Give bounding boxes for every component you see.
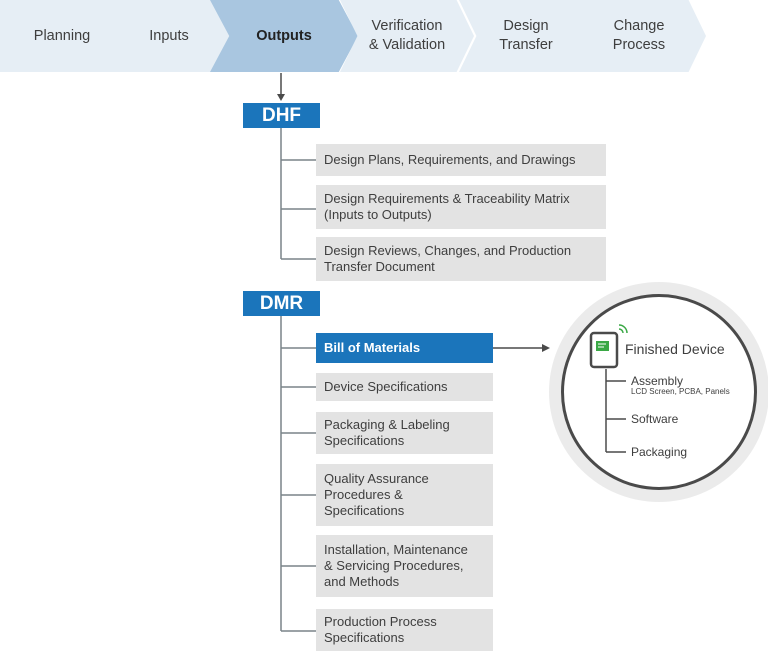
process-step-outputs[interactable]: Outputs <box>210 0 358 72</box>
process-step-planning[interactable]: Planning <box>0 0 124 72</box>
process-step-change-process[interactable]: Change Process <box>572 0 706 72</box>
bom-to-device-arrowhead <box>542 344 550 352</box>
dmr-item-packaging-labeling[interactable]: Packaging & Labeling Specifications <box>316 412 493 454</box>
dhf-item-design-reviews[interactable]: Design Reviews, Changes, and Production … <box>316 237 606 281</box>
dhf-item-design-plans[interactable]: Design Plans, Requirements, and Drawings <box>316 144 606 176</box>
outputs-to-dhf-arrowhead <box>277 94 285 101</box>
dmr-item-device-specifications[interactable]: Device Specifications <box>316 373 493 401</box>
process-step-design-transfer[interactable]: Design Transfer <box>459 0 593 72</box>
finished-device-circle <box>561 294 757 490</box>
wireless-signal-icon <box>618 324 628 334</box>
tablet-icon <box>589 331 619 369</box>
component-assembly-detail: LCD Screen, PCBA, Panels <box>631 387 730 396</box>
dhf-item-traceability-matrix[interactable]: Design Requirements & Traceability Matri… <box>316 185 606 229</box>
finished-device-title: Finished Device <box>625 341 725 357</box>
component-software: Software <box>631 412 679 426</box>
dmr-label: DMR <box>243 291 320 316</box>
process-step-verification[interactable]: Verification & Validation <box>340 0 474 72</box>
component-packaging: Packaging <box>631 445 688 459</box>
process-step-inputs[interactable]: Inputs <box>107 0 231 72</box>
dmr-item-installation-maintenance[interactable]: Installation, Maintenance & Servicing Pr… <box>316 535 493 597</box>
dhf-label: DHF <box>243 103 320 128</box>
dmr-item-quality-assurance[interactable]: Quality Assurance Procedures & Specifica… <box>316 464 493 526</box>
dmr-item-production-process[interactable]: Production Process Specifications <box>316 609 493 651</box>
component-assembly: Assembly <box>631 374 684 388</box>
dmr-item-bill-of-materials[interactable]: Bill of Materials <box>316 333 493 363</box>
